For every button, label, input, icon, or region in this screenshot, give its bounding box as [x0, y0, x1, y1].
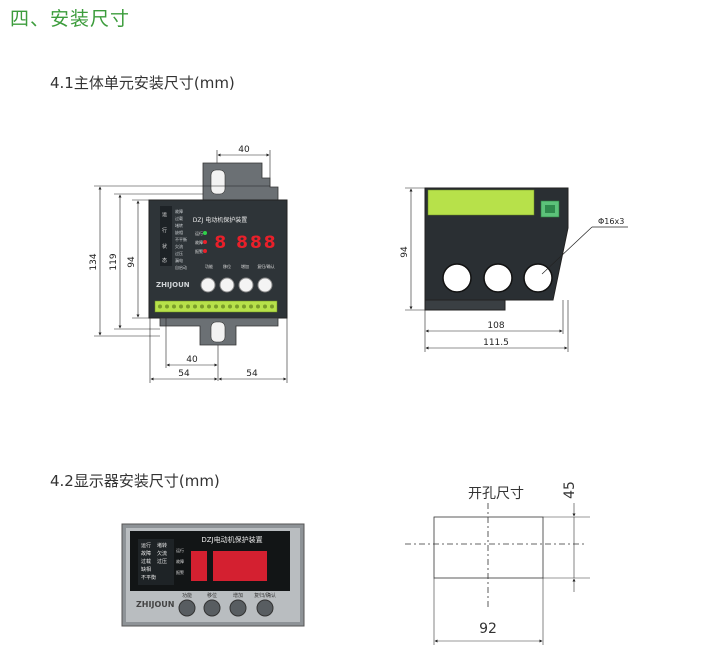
- svg-text:运行: 运行: [141, 542, 151, 549]
- button-function[interactable]: [200, 277, 216, 293]
- svg-text:运行: 运行: [176, 547, 184, 553]
- display-button-reset[interactable]: [256, 599, 274, 617]
- hole-label: Φ16x3: [598, 217, 624, 226]
- dim-cutout-height-45: 45: [562, 481, 578, 499]
- side-terminal-strip: [427, 189, 535, 216]
- cutout-title: 开孔尺寸: [468, 486, 524, 502]
- svg-text:堵转: 堵转: [157, 542, 167, 549]
- subsection-title-display: 4.2显示器安装尺寸(mm): [50, 472, 220, 490]
- svg-text:欠流: 欠流: [175, 243, 183, 249]
- cable-hole-2: [483, 263, 513, 293]
- svg-text:过载: 过载: [141, 558, 151, 565]
- svg-text:不平衡: 不平衡: [141, 574, 156, 581]
- cable-hole-1: [442, 263, 472, 293]
- display-brand-logo: ZHIJOUN: [136, 600, 174, 609]
- svg-text:功能: 功能: [182, 592, 192, 599]
- svg-text:复归/确认: 复归/确认: [257, 263, 274, 269]
- dim-side-width-108: 108: [487, 321, 504, 331]
- dim-side-height-94: 94: [400, 246, 410, 258]
- display-button-function[interactable]: [178, 599, 196, 617]
- svg-text:运: 运: [162, 211, 167, 218]
- dim-side-width-111-5: 111.5: [483, 338, 509, 348]
- seven-segment-display: 8 888: [214, 233, 277, 253]
- svg-text:功能: 功能: [205, 263, 213, 269]
- svg-text:缺相: 缺相: [175, 229, 183, 235]
- svg-text:运行: 运行: [195, 230, 203, 236]
- button-reset[interactable]: [257, 277, 273, 293]
- svg-text:增加: 增加: [233, 592, 243, 599]
- svg-text:态: 态: [162, 257, 167, 264]
- svg-text:移位: 移位: [223, 263, 231, 269]
- display-device-title: DZJ电动机保护装置: [201, 535, 262, 544]
- svg-text:故障: 故障: [175, 208, 183, 214]
- main-unit-side-drawing: Φ16x3 94 108 111.5: [400, 187, 628, 352]
- svg-text:过压: 过压: [175, 250, 183, 256]
- svg-text:故障: 故障: [176, 558, 184, 564]
- svg-text:移位: 移位: [207, 592, 217, 599]
- display-button-shift[interactable]: [203, 599, 221, 617]
- dim-top-40: 40: [238, 145, 250, 155]
- display-button-increase[interactable]: [229, 599, 247, 617]
- svg-text:故障: 故障: [195, 239, 203, 245]
- panel-cutout-drawing: 开孔尺寸 45 92: [405, 481, 590, 645]
- section-title: 四、安装尺寸: [10, 8, 131, 30]
- svg-text:过载: 过载: [175, 215, 183, 221]
- svg-text:过压: 过压: [157, 558, 167, 565]
- svg-text:报警: 报警: [195, 248, 203, 254]
- dim-height-134: 134: [89, 253, 99, 270]
- dim-bottom-54-left: 54: [178, 369, 190, 379]
- button-shift[interactable]: [219, 277, 235, 293]
- brand-logo: ZHIJOUN: [156, 281, 190, 289]
- svg-text:状: 状: [162, 243, 167, 250]
- device-title-label: DZJ 电动机保护装置: [193, 216, 247, 224]
- svg-text:欠流: 欠流: [157, 550, 167, 557]
- button-increase[interactable]: [238, 277, 254, 293]
- svg-text:增加: 增加: [241, 263, 249, 269]
- svg-text:缺相: 缺相: [141, 566, 151, 573]
- svg-text:复归/确认: 复归/确认: [254, 592, 276, 599]
- dim-height-119: 119: [109, 253, 119, 270]
- svg-text:堵转: 堵转: [175, 222, 183, 228]
- display-red-window-1: [191, 551, 207, 581]
- svg-text:报警: 报警: [176, 569, 184, 575]
- dim-height-94: 94: [127, 256, 137, 268]
- svg-text:漏电: 漏电: [175, 257, 183, 263]
- svg-text:行: 行: [162, 227, 167, 234]
- subsection-title-main-unit: 4.1主体单元安装尺寸(mm): [50, 74, 235, 92]
- dim-bottom-40: 40: [186, 355, 198, 365]
- display-red-window-2: [213, 551, 267, 581]
- cutout-rectangle: [433, 516, 544, 579]
- svg-text:自启动: 自启动: [175, 264, 187, 270]
- svg-text:故障: 故障: [141, 550, 151, 557]
- svg-text:不平衡: 不平衡: [175, 236, 187, 242]
- dim-bottom-54-right: 54: [246, 369, 258, 379]
- dim-cutout-width-92: 92: [479, 621, 497, 637]
